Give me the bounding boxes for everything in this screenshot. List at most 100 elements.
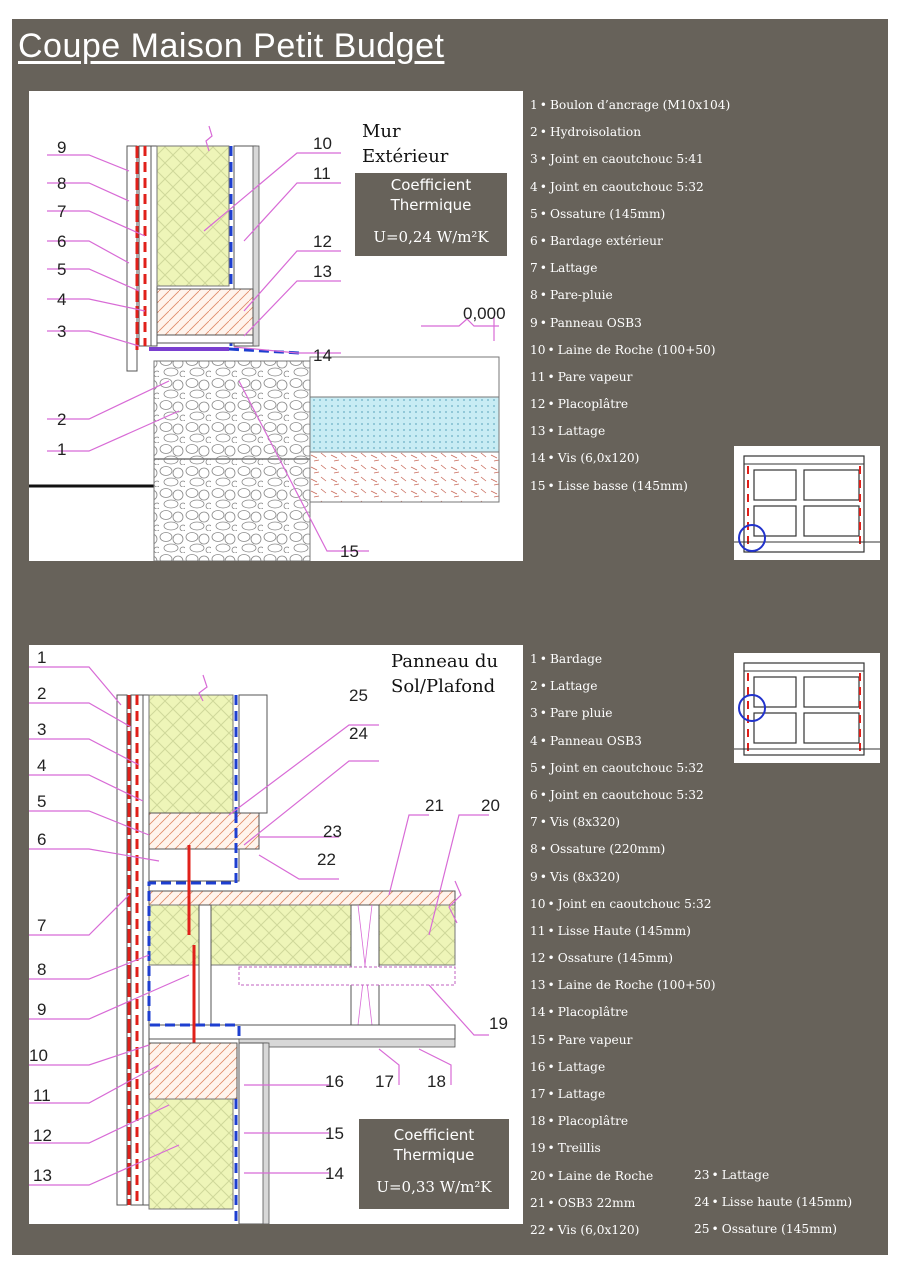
legend-label: Vis (6,0x120) xyxy=(557,1222,640,1237)
legend-number: 14 xyxy=(530,451,558,465)
legend-item: 10Laine de Roche (100+50) xyxy=(530,340,730,367)
legend-number: 7 xyxy=(530,815,550,829)
callout-number: 11 xyxy=(33,1086,51,1105)
level-label: 0,000 xyxy=(463,304,506,323)
legend-number: 2 xyxy=(530,679,550,693)
legend-number: 12 xyxy=(530,951,558,965)
floor-heading-line1: Panneau du xyxy=(391,651,499,672)
legend-item: 4Joint en caoutchouc 5:32 xyxy=(530,177,730,204)
wall-heading-line1: Mur xyxy=(362,121,401,142)
legend-number: 7 xyxy=(530,261,550,275)
legend-item: 11Pare vapeur xyxy=(530,367,730,394)
callout-number: 20 xyxy=(481,796,500,815)
legend-label: Boulon d’ancrage (M10x104) xyxy=(549,98,731,112)
legend-label: Placoplâtre xyxy=(557,1114,629,1129)
legend-label: Lisse Haute (145mm) xyxy=(557,923,691,938)
legend-item: 14Placoplâtre xyxy=(530,1002,716,1029)
legend-number: 13 xyxy=(530,424,558,438)
callout-number: 1 xyxy=(37,648,46,667)
legend-item: 13Lattage xyxy=(530,421,730,448)
legend-item: 3Pare pluie xyxy=(530,703,716,730)
legend-number: 24 xyxy=(694,1195,722,1209)
house-thumbnail-1 xyxy=(734,455,880,553)
legend-item: 1Boulon d’ancrage (M10x104) xyxy=(530,95,730,122)
legend-number: 1 xyxy=(530,98,550,112)
callout-number: 3 xyxy=(57,322,66,341)
callout-number: 6 xyxy=(57,232,66,251)
callout-number: 15 xyxy=(340,542,359,561)
legend-item: 7Vis (8x320) xyxy=(530,812,716,839)
floor-legend-extra: 23Lattage24Lisse haute (145mm)25Ossature… xyxy=(694,1165,852,1247)
legend-item: 22Vis (6,0x120) xyxy=(530,1220,716,1247)
callout-number: 13 xyxy=(313,262,332,281)
highlight-circle-icon xyxy=(738,694,766,722)
callout-number: 4 xyxy=(37,756,46,775)
legend-number: 15 xyxy=(530,1033,558,1047)
legend-label: Ossature (145mm) xyxy=(557,951,674,966)
legend-number: 21 xyxy=(530,1196,558,1210)
legend-item: 17Lattage xyxy=(530,1084,716,1111)
floor-heading-line2: Sol/Plafond xyxy=(391,676,496,697)
callout-number: 19 xyxy=(489,1014,508,1033)
legend-label: Joint en caoutchouc 5:32 xyxy=(557,896,712,911)
legend-number: 6 xyxy=(530,234,550,248)
callout-number: 22 xyxy=(317,850,336,869)
legend-label: Panneau OSB3 xyxy=(549,315,642,330)
legend-item: 12Placoplâtre xyxy=(530,394,730,421)
legend-item: 15Pare vapeur xyxy=(530,1030,716,1057)
legend-number: 18 xyxy=(530,1114,558,1128)
legend-item: 3Joint en caoutchouc 5:41 xyxy=(530,149,730,176)
callout-number: 18 xyxy=(427,1072,446,1091)
legend-label: Vis (6,0x120) xyxy=(557,451,640,466)
u-value: U=0,24 W/m²K xyxy=(373,228,489,246)
legend-label: Joint en caoutchouc 5:32 xyxy=(549,760,704,775)
legend-number: 11 xyxy=(530,370,558,384)
legend-label: Panneau OSB3 xyxy=(549,733,642,748)
legend-number: 9 xyxy=(530,870,550,884)
legend-item: 9Vis (8x320) xyxy=(530,867,716,894)
legend-number: 5 xyxy=(530,207,550,221)
callout-number: 24 xyxy=(349,724,368,743)
legend-label: Pare vapeur xyxy=(557,1032,633,1047)
legend-number: 6 xyxy=(530,788,550,802)
callout-number: 16 xyxy=(325,1072,344,1091)
legend-number: 8 xyxy=(530,842,550,856)
legend-number: 3 xyxy=(530,152,550,166)
callout-number: 12 xyxy=(33,1126,52,1145)
legend-item: 21OSB3 22mm xyxy=(530,1193,716,1220)
coef2-title-line2: Thermique xyxy=(393,1146,475,1164)
legend-item: 2Hydroisolation xyxy=(530,122,730,149)
legend-item: 5Ossature (145mm) xyxy=(530,204,730,231)
coef-title-line1: Coefficient xyxy=(390,176,472,194)
callout-number: 2 xyxy=(57,410,66,429)
legend-number: 9 xyxy=(530,316,550,330)
legend-number: 5 xyxy=(530,761,550,775)
legend-label: Lattage xyxy=(557,424,606,439)
callout-number: 14 xyxy=(313,346,332,365)
legend-number: 10 xyxy=(530,343,558,357)
callout-number: 21 xyxy=(425,796,444,815)
callout-number: 8 xyxy=(57,174,66,193)
legend-number: 23 xyxy=(694,1168,722,1182)
legend-item: 6Joint en caoutchouc 5:32 xyxy=(530,785,716,812)
legend-number: 25 xyxy=(694,1222,722,1236)
floor-thermal-coefficient-box: Coefficient Thermique U=0,33 W/m²K xyxy=(359,1119,509,1209)
legend-number: 14 xyxy=(530,1005,558,1019)
legend-item: 20Laine de Roche xyxy=(530,1166,716,1193)
legend-item: 8Pare-pluie xyxy=(530,285,730,312)
legend-label: Bardage xyxy=(549,652,603,666)
legend-number: 10 xyxy=(530,897,558,911)
legend-label: Treillis xyxy=(557,1141,601,1156)
legend-label: Lattage xyxy=(549,679,598,694)
legend-number: 4 xyxy=(530,180,550,194)
wall-heading-line2: Extérieur xyxy=(362,146,449,167)
legend-number: 4 xyxy=(530,734,550,748)
callout-number: 3 xyxy=(37,720,46,739)
callout-number: 10 xyxy=(29,1046,48,1065)
legend-label: Vis (8x320) xyxy=(549,815,620,830)
legend-item: 6Bardage extérieur xyxy=(530,231,730,258)
highlight-circle-icon xyxy=(738,524,766,552)
callout-number: 14 xyxy=(325,1164,344,1183)
legend-item: 2Lattage xyxy=(530,676,716,703)
